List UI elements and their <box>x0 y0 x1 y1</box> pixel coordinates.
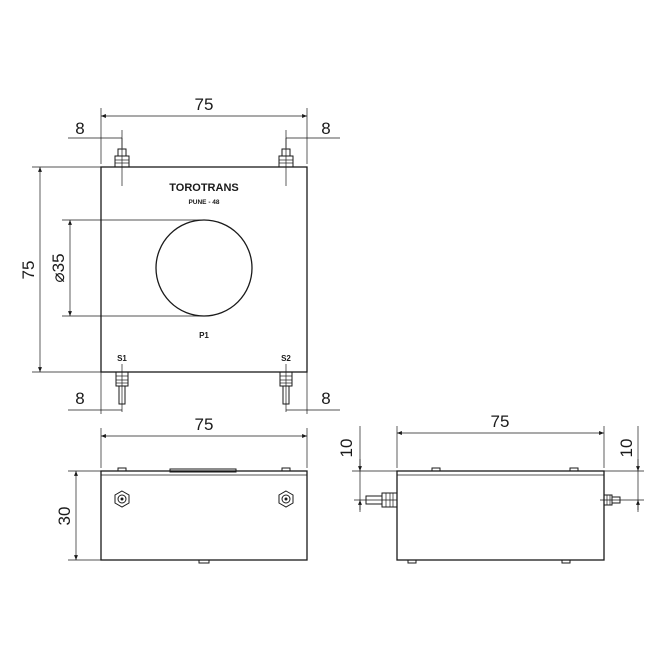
secondary-terminal-2-label: S2 <box>281 354 291 363</box>
top-left-offset-value: 8 <box>75 119 84 138</box>
dimension-side-width: 75 <box>396 412 605 468</box>
side-left-terminal-height-value: 10 <box>337 439 356 458</box>
front-view-body <box>100 166 308 373</box>
dimension-bottom-width: 75 <box>100 415 308 468</box>
bottom-left-offset-value: 8 <box>75 389 84 408</box>
location-label: PUNE - 48 <box>188 199 219 206</box>
bottom-right-offset-value: 8 <box>321 389 330 408</box>
front-height-value: 75 <box>19 261 38 280</box>
bottom-view-body <box>100 470 308 561</box>
side-terminal-right <box>600 494 644 506</box>
aperture-circle <box>155 219 253 317</box>
bottom-view: 75 30 <box>55 415 308 564</box>
side-right-terminal-height-value: 10 <box>617 439 636 458</box>
brand-label: TOROTRANS <box>169 182 238 194</box>
dimension-aperture-diameter: ⌀35 <box>49 219 204 317</box>
front-view: TOROTRANS PUNE - 48 P1 S1 S2 <box>19 95 340 414</box>
side-terminal-left <box>354 492 398 508</box>
aperture-diameter-value: 35 <box>49 253 68 272</box>
dimension-bottom-left-offset: 8 <box>68 372 122 414</box>
top-right-offset-value: 8 <box>321 119 330 138</box>
dimension-top-right-offset: 8 <box>285 119 340 148</box>
dimension-side-right-terminal-height: 10 <box>604 426 644 512</box>
side-view: 75 10 10 <box>337 412 644 564</box>
dimension-bottom-depth: 30 <box>55 470 101 561</box>
side-width-value: 75 <box>491 412 510 431</box>
terminal-top-left <box>114 138 130 186</box>
dimension-top-left-offset: 8 <box>68 119 123 148</box>
secondary-terminal-1-label: S1 <box>117 354 127 363</box>
terminal-bottom-left <box>115 364 129 412</box>
dimension-front-width: 75 <box>100 95 308 164</box>
svg-text:⌀35: ⌀35 <box>49 253 68 282</box>
terminal-bottom-right <box>279 364 293 412</box>
diameter-symbol: ⌀ <box>49 272 68 282</box>
front-width-value: 75 <box>195 95 214 114</box>
side-view-body <box>396 470 605 561</box>
primary-terminal-label: P1 <box>199 331 209 340</box>
stud-left <box>114 490 130 508</box>
stud-right <box>278 490 294 508</box>
dimension-side-left-terminal-height: 10 <box>337 426 397 512</box>
dimension-bottom-right-offset: 8 <box>286 372 340 414</box>
bottom-width-value: 75 <box>195 415 214 434</box>
bottom-depth-value: 30 <box>55 507 74 526</box>
dimension-front-height: 75 <box>19 166 101 373</box>
